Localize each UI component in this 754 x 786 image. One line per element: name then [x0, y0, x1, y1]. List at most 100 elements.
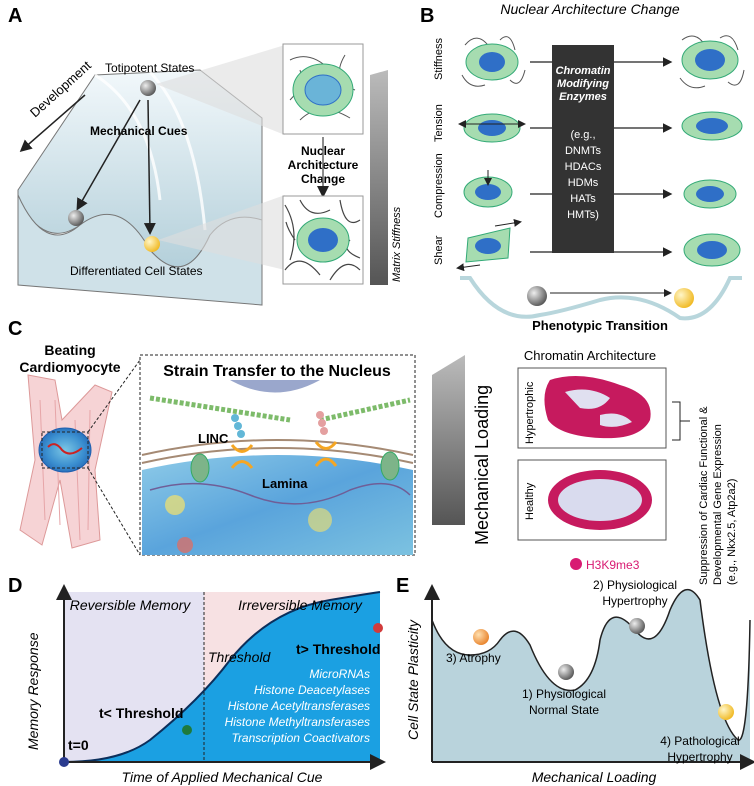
differentiated-ball-yellow [144, 236, 160, 252]
panel-e: E Cell State Plasticity Mechanical Loadi… [396, 575, 754, 785]
enzyme-item: HMTs) [567, 209, 599, 221]
threshold-label: Threshold [208, 649, 271, 665]
factor-item: MicroRNAs [309, 667, 370, 681]
phenotypic-label: Phenotypic Transition [532, 318, 668, 333]
memory-response-curve [63, 591, 381, 763]
hypertrophic-euchromatin [565, 389, 632, 427]
row-label-stiffness: Stiffness [433, 38, 445, 80]
panel-b-letter: B [420, 5, 434, 27]
panel-c: C Beating Cardiomyocyte Strain Transfer … [8, 318, 738, 585]
mechanical-loading-wedge [432, 355, 465, 525]
panel-c-letter: C [8, 318, 22, 340]
outer-membrane [141, 439, 414, 456]
factor-item: Histone Methyltransferases [225, 715, 370, 729]
nucleus-interior [142, 455, 413, 555]
enzyme-item: HDMs [568, 177, 599, 189]
zoom-region [41, 431, 89, 469]
nuclear-pore [190, 453, 210, 483]
t-greater-label: t> Threshold [296, 641, 380, 657]
enzyme-item: HATs [570, 193, 596, 205]
irreversible-label: Irreversible Memory [238, 597, 363, 613]
nucleus-top [304, 74, 342, 106]
normal-line2: Normal State [529, 703, 599, 717]
zoom-cone-top [156, 45, 285, 135]
panel-a: A Development Totipotent States Mechanic… [8, 5, 403, 306]
matrix-stiffness-label: Matrix Stiffness [391, 206, 403, 282]
row-label-shear: Shear [433, 235, 445, 265]
bracket [672, 401, 690, 441]
e-ylabel: Cell State Plasticity [405, 619, 421, 740]
totipotent-label: Totipotent States [105, 61, 194, 75]
factor-item: Histone Acetyltransferases [228, 699, 370, 713]
enzymes-title-2: Modifying [557, 78, 609, 90]
hypertrophic-label: Hypertrophic [524, 381, 536, 444]
lamina-line [149, 482, 411, 505]
panel-b-title: Nuclear Architecture Change [500, 1, 679, 17]
h3k9-label: H3K9me3 [586, 558, 640, 572]
physio-line1: 2) Physiological [593, 578, 677, 592]
stiffness-wedge [370, 70, 388, 285]
row-label-compression: Compression [433, 153, 445, 218]
physio-ball [629, 618, 645, 634]
t-less-label: t< Threshold [99, 705, 183, 721]
t-less-point [182, 725, 192, 735]
d-ylabel: Memory Response [25, 632, 41, 750]
atrophy-ball [473, 629, 489, 645]
strain-spot [177, 537, 193, 553]
lamina-label: Lamina [262, 476, 308, 491]
inner-membrane [141, 447, 414, 464]
enzyme-item: HDACs [565, 161, 602, 173]
beating-line1: Beating [44, 342, 95, 358]
panel-a-letter: A [8, 5, 22, 27]
transition-ball-start [527, 286, 547, 306]
linc-complex-right [314, 411, 338, 467]
strain-title: Strain Transfer to the Nucleus [163, 363, 391, 380]
strain-spot [165, 495, 185, 515]
enzymes-eg: (e.g., [570, 129, 595, 141]
differentiated-label: Differentiated Cell States [70, 264, 203, 278]
plasticity-curve [431, 588, 751, 741]
nuclear-pore [380, 451, 400, 481]
linc-label: LINC [198, 431, 229, 446]
totipotent-ball [140, 80, 156, 96]
t0-point [59, 757, 69, 767]
development-arrow [19, 94, 86, 152]
enzymes-box [552, 45, 614, 253]
suppression-line2: Developmental Gene Expression [712, 424, 724, 585]
enzymes-title-1: Chromatin [556, 65, 611, 77]
linc-complex-left [230, 414, 254, 469]
differentiated-ball-gray [68, 210, 84, 226]
patho-line2: Hypertrophy [667, 750, 732, 764]
memory-response-area [64, 592, 380, 762]
mechanical-loading-label: Mechanical Loading [472, 385, 492, 545]
enzyme-item: DNMTs [565, 145, 602, 157]
panel-d: D Reversible Memory Irreversible Memory … [8, 575, 386, 785]
factor-item: Histone Deacetylases [254, 683, 370, 697]
normal-ball [558, 664, 574, 680]
physio-line2: Hypertrophy [602, 594, 667, 608]
atrophy-label: 3) Atrophy [446, 651, 501, 665]
panel-b: B Nuclear Architecture Change Stiffness … [420, 1, 745, 333]
transition-curve [460, 276, 742, 321]
enzymes-title-3: Enzymes [559, 91, 607, 103]
cardiomyocyte-nucleus [38, 427, 92, 473]
suppression-line3: (e.g., Nkx2.5, Atp2a2) [726, 479, 738, 585]
left-cells [456, 36, 526, 272]
cue-arrow-left [76, 99, 141, 211]
mechanical-cues-label: Mechanical Cues [90, 124, 188, 138]
chromatin-arch-label: Chromatin Architecture [524, 348, 656, 363]
zoom-line-bottom [87, 467, 141, 556]
h3k9-dot [570, 558, 582, 570]
actin-cap [230, 380, 320, 393]
reversible-label: Reversible Memory [70, 597, 192, 613]
factor-item: Transcription Coactivators [232, 731, 371, 745]
panel-d-letter: D [8, 575, 22, 597]
transition-ball-end [674, 288, 694, 308]
suppression-line1: Suppression of Cardiac Functional & [698, 406, 710, 585]
t-greater-point [373, 623, 383, 633]
beating-line2: Cardiomyocyte [19, 359, 120, 375]
healthy-label: Healthy [524, 482, 536, 520]
e-xlabel: Mechanical Loading [532, 769, 657, 785]
right-cells [679, 35, 745, 267]
